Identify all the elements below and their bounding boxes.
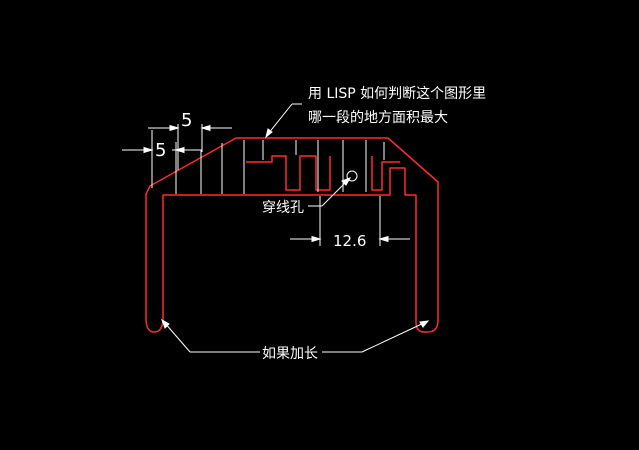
outer-contour bbox=[145, 137, 439, 333]
top-channel-right bbox=[371, 156, 400, 191]
leader-lines bbox=[161, 103, 430, 353]
question-line-1: 用 LISP 如何判断这个图形里 bbox=[308, 85, 486, 102]
wire-hole-label: 穿线孔 bbox=[262, 200, 304, 216]
dimension-top-width: 5 bbox=[181, 110, 192, 131]
top-channel-left bbox=[246, 155, 331, 191]
dimension-lines bbox=[122, 124, 410, 246]
dimension-offset: 12.6 bbox=[333, 232, 366, 250]
profile-outline bbox=[145, 137, 439, 333]
section-dividers bbox=[175, 140, 385, 194]
wire-hole-icon bbox=[346, 170, 358, 182]
dimension-left-width: 5 bbox=[155, 140, 166, 161]
question-line-2: 哪一段的地方面积最大 bbox=[308, 110, 448, 126]
extend-label: 如果加长 bbox=[262, 346, 318, 362]
